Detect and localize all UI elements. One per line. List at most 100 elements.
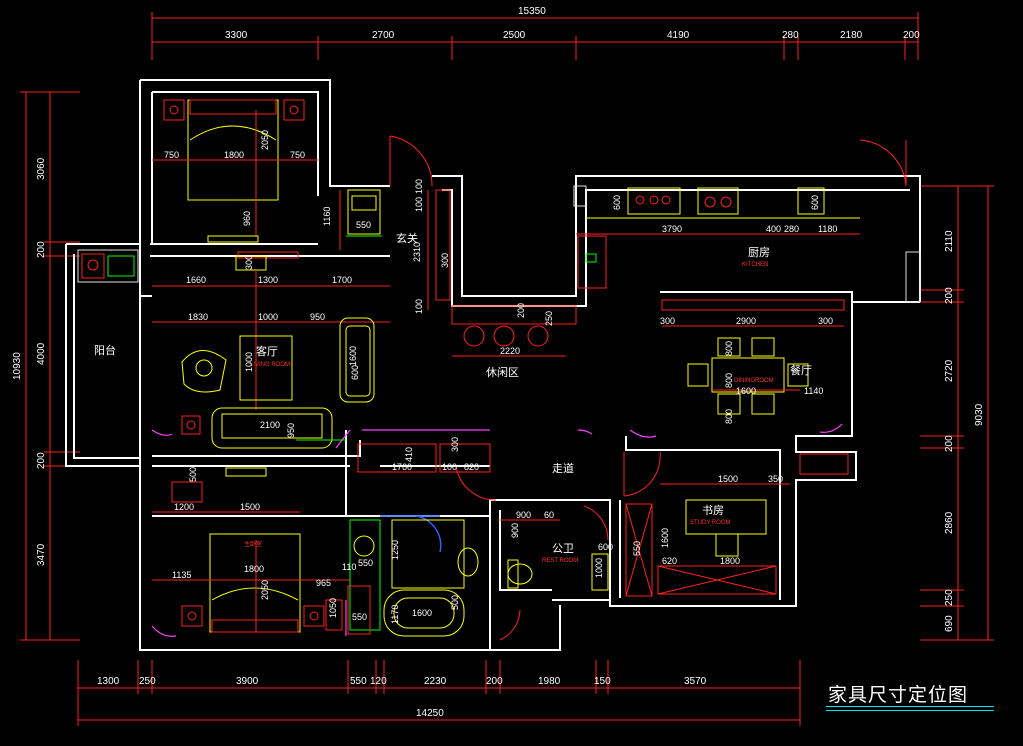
bedroom-1: 750 1800 750 2050 960 300 1160	[152, 99, 341, 271]
shoe-cabinet-dim: 550	[356, 220, 371, 230]
k-600b: 600	[810, 195, 820, 210]
bottom-dim-6: 2230	[424, 676, 447, 687]
foyer-label: 玄关	[396, 231, 418, 245]
b-1170: 1170	[390, 605, 400, 624]
top-dim-1: 3300	[225, 30, 248, 41]
k-1180: 1180	[818, 224, 837, 234]
c-100: 100	[442, 462, 457, 472]
b-550b: 550	[352, 612, 367, 622]
bottom-dim-7: 200	[486, 676, 503, 687]
r-60: 60	[544, 510, 554, 520]
bottom-dim-2: 250	[139, 676, 156, 687]
study-room: 1500 350 550 1600 620 1800 书房 STUDY ROOM	[625, 453, 849, 597]
s-550: 550	[632, 541, 642, 556]
living-room: 客厅 LIVING ROOM 1660 1300 1700 1830 1000 …	[152, 270, 390, 449]
top-total-label: 15350	[518, 6, 546, 17]
study-label-en: STUDY ROOM	[690, 520, 731, 526]
bed1-below: 960	[242, 211, 252, 226]
bottom-dim-9: 150	[594, 676, 611, 687]
d-800c: 800	[724, 409, 734, 424]
bath-label: 公卫	[552, 542, 574, 555]
b-500: 500	[450, 595, 460, 610]
top-dim-4: 4190	[667, 30, 690, 41]
liv-tv: 1000	[244, 352, 254, 372]
liv-1600: 1600	[348, 346, 358, 366]
liv-600: 600	[350, 365, 360, 380]
balcony-label: 阳台	[94, 343, 116, 357]
s-1800: 1800	[720, 556, 740, 566]
bed1-length: 2050	[260, 130, 270, 150]
bar-2220: 2220	[500, 346, 520, 356]
d-300a: 300	[660, 316, 675, 326]
top-dim-3: 2500	[503, 30, 526, 41]
r-1000: 1000	[594, 558, 604, 578]
sofa	[211, 407, 333, 449]
sofa-depth: 950	[286, 423, 296, 438]
lounge-label: 休闲区	[486, 365, 519, 379]
bed1-right: 750	[290, 150, 305, 160]
s-1500: 1500	[718, 474, 738, 484]
armchair	[181, 350, 227, 393]
d-800b: 800	[724, 341, 734, 356]
title-underline	[826, 706, 994, 707]
bar-250: 250	[544, 311, 554, 326]
m-1050: 1050	[328, 598, 338, 618]
left-total-label: 10930	[12, 352, 23, 380]
s-1600: 1600	[660, 528, 670, 548]
bottom-dim-10: 3570	[684, 676, 707, 687]
title-underline-2	[826, 710, 994, 711]
right-dim-4: 200	[944, 435, 955, 452]
right-dimension-chain: 2110 200 2720 200 2860 250 690 9030	[920, 185, 994, 641]
bed1-wall2: 1160	[322, 207, 332, 226]
bottom-dim-8: 1980	[538, 676, 561, 687]
bottom-total-label: 14250	[416, 708, 444, 719]
m-1200: 1200	[174, 502, 194, 512]
foyer-100a: 100	[414, 179, 424, 194]
bed1-width: 1800	[224, 150, 244, 160]
left-dimension-chain: 10930 3060 200 4000 200 3470	[12, 91, 80, 641]
d-1140: 1140	[804, 386, 823, 396]
m-2050: 2050	[260, 580, 270, 600]
master-bath: 110 550 1250 550 1600 1170 500	[342, 519, 479, 637]
left-dim-1: 3060	[36, 157, 47, 180]
top-dim-2: 2700	[372, 30, 395, 41]
right-dim-7: 690	[944, 615, 955, 632]
row-1700: 1700	[332, 275, 352, 285]
right-total-label: 9030	[974, 403, 985, 426]
drawing-title: 家具尺寸定位图	[828, 684, 969, 706]
r-900a: 900	[516, 510, 531, 520]
bath-label-en: REST ROOM	[542, 558, 578, 564]
balcony: 阳台	[77, 249, 139, 357]
b-550a: 550	[358, 558, 373, 568]
bottom-dim-5: 120	[370, 676, 387, 687]
d-2900: 2900	[736, 316, 756, 326]
living-label-en: LIVING ROOM	[250, 362, 290, 368]
m-965: 965	[316, 578, 331, 588]
bottom-dim-1: 1300	[97, 676, 120, 687]
liv-1000: 1000	[258, 312, 278, 322]
bed1-wall: 300	[244, 255, 254, 270]
r-600: 600	[598, 542, 613, 552]
left-dim-2: 200	[36, 241, 47, 258]
left-dim-3: 4000	[36, 342, 47, 365]
bottom-dimension-chain: 1300 250 3900 550 120 2230 200 1980 150 …	[77, 660, 801, 726]
right-dim-5: 2860	[944, 511, 955, 534]
bottom-dim-4: 550	[350, 676, 367, 687]
master-bedroom: 500 1200 1500 1135 1800 2050 965 1050 主卧…	[152, 467, 350, 633]
study-label: 书房	[702, 504, 724, 517]
m-1500: 1500	[240, 502, 260, 512]
liv-1830: 1830	[188, 312, 208, 322]
c-300: 300	[450, 437, 460, 452]
right-dim-1: 2110	[944, 230, 955, 252]
c-1760: 1760	[392, 462, 412, 472]
b-1600: 1600	[412, 608, 432, 618]
r-900b: 900	[510, 523, 520, 538]
k-400: 400	[766, 224, 781, 234]
kitchen-label: 厨房	[748, 246, 770, 259]
kitchen: 600 600 3790 400 280 1180 厨房 KITCHEN	[576, 187, 860, 289]
doors	[380, 135, 907, 641]
dining-label-en: DININGROOM	[734, 378, 774, 384]
public-bathroom: 900 60 900 600 1000 公卫 REST ROOM	[500, 510, 613, 591]
foyer-100b: 100	[414, 197, 424, 212]
